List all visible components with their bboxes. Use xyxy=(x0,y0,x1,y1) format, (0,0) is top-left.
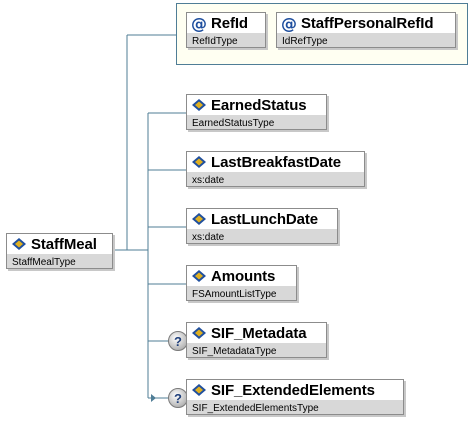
element-name: SIF_Metadata xyxy=(211,324,307,342)
element-earnedstatus[interactable]: EarnedStatus EarnedStatusType xyxy=(186,94,327,130)
at-icon: @ xyxy=(281,13,297,33)
element-icon xyxy=(192,384,206,396)
element-type: SIF_ExtendedElementsType xyxy=(187,400,403,414)
attribute-type: RefIdType xyxy=(187,33,265,47)
attribute-staffpersonalrefid[interactable]: @StaffPersonalRefId IdRefType xyxy=(276,12,456,48)
element-type: FSAmountListType xyxy=(187,286,296,300)
element-sif-metadata[interactable]: SIF_Metadata SIF_MetadataType xyxy=(186,322,327,358)
element-type: SIF_MetadataType xyxy=(187,343,326,357)
element-name: Amounts xyxy=(211,267,276,285)
element-icon xyxy=(12,238,26,250)
attribute-type: IdRefType xyxy=(277,33,455,47)
element-icon xyxy=(192,99,206,111)
optional-marker-icon: ? xyxy=(168,331,188,351)
attribute-name: StaffPersonalRefId xyxy=(301,14,434,32)
optional-marker-icon: ? xyxy=(168,388,188,408)
element-icon xyxy=(192,156,206,168)
root-element-type: StaffMealType xyxy=(7,254,112,268)
root-element-staffmeal[interactable]: StaffMeal StaffMealType xyxy=(6,233,113,269)
element-type: xs:date xyxy=(187,172,364,186)
element-name: LastBreakfastDate xyxy=(211,153,342,171)
element-amounts[interactable]: Amounts FSAmountListType xyxy=(186,265,297,301)
element-icon xyxy=(192,270,206,282)
element-name: EarnedStatus xyxy=(211,96,307,114)
at-icon: @ xyxy=(191,13,207,33)
attribute-name: RefId xyxy=(211,14,249,32)
element-sif-extendedelements[interactable]: SIF_ExtendedElements SIF_ExtendedElement… xyxy=(186,379,404,415)
attribute-refid[interactable]: @RefId RefIdType xyxy=(186,12,266,48)
element-lastbreakfastdate[interactable]: LastBreakfastDate xs:date xyxy=(186,151,365,187)
element-name: LastLunchDate xyxy=(211,210,319,228)
element-icon xyxy=(192,327,206,339)
element-icon xyxy=(192,213,206,225)
element-name: SIF_ExtendedElements xyxy=(211,381,375,399)
attributes-group: @RefId RefIdType @StaffPersonalRefId IdR… xyxy=(176,3,468,65)
element-type: xs:date xyxy=(187,229,337,243)
element-type: EarnedStatusType xyxy=(187,115,326,129)
element-lastlunchdate[interactable]: LastLunchDate xs:date xyxy=(186,208,338,244)
expand-arrow-icon xyxy=(151,394,156,402)
root-element-name: StaffMeal xyxy=(31,235,97,253)
